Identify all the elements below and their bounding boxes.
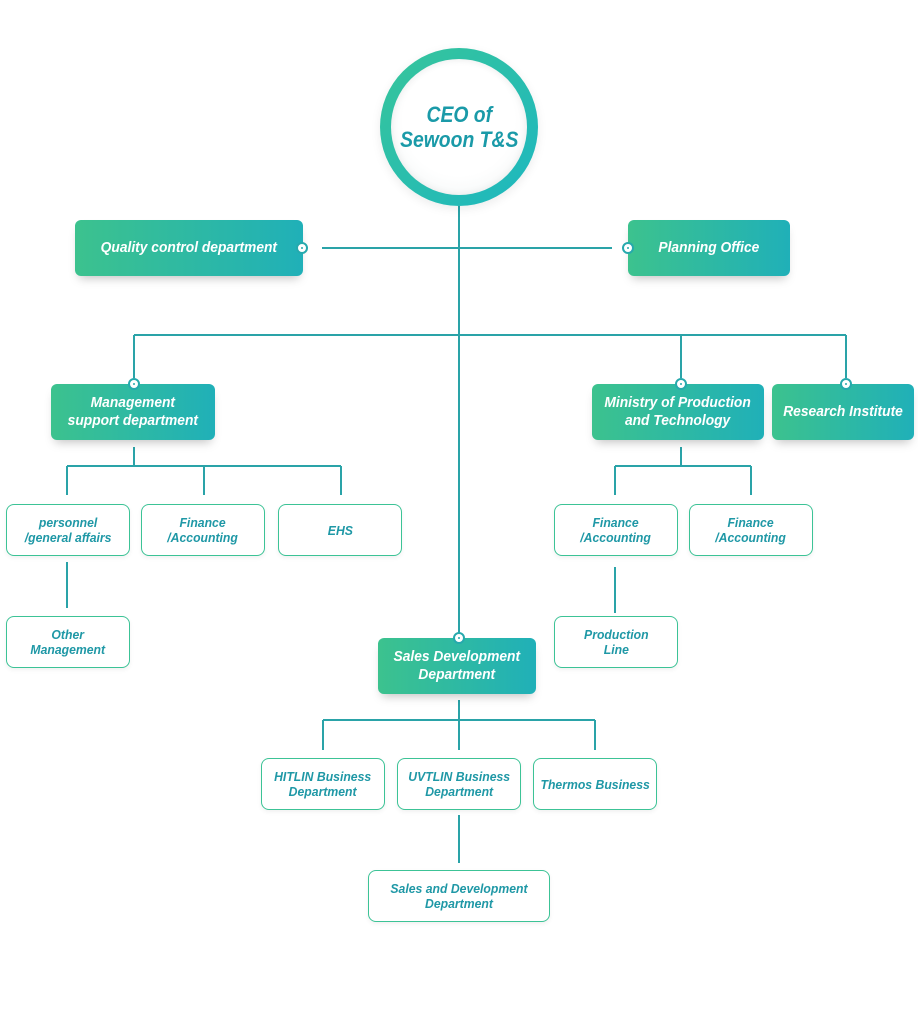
ceo-title-line1: CEO of [426,102,492,127]
sales-development-department: Sales Development Department [378,638,536,694]
connector-dot [296,242,308,254]
ceo-title-line2: Sewoon T&S [399,127,519,152]
sales-and-development-department: Sales and Development Department [368,870,550,922]
ministry-of-production-and-technology: Ministry of Production and Technology [592,384,764,440]
connector-dot [675,378,687,390]
thermos-business: Thermos Business [533,758,657,810]
finance-mgmt-label: Finance /Accounting [167,515,239,545]
research-institute-label: Research Institute [783,403,903,420]
planning-office-label: Planning Office [658,239,760,256]
hitlin-business-department: HITLIN Business Department [261,758,385,810]
production-line: Production Line [554,616,678,668]
quality-control-label: Quality control department [100,239,278,256]
connector-dot [840,378,852,390]
quality-control-department: Quality control department [75,220,303,276]
finance-accounting-production-2: Finance /Accounting [689,504,813,556]
management-support-department: Management support department [51,384,215,440]
research-institute: Research Institute [772,384,914,440]
connector-dot [453,632,465,644]
production-line-label: Production Line [583,627,649,657]
ministry-production-label: Ministry of Production and Technology [604,394,752,429]
personnel-label: personnel /general affairs [24,515,112,545]
thermos-label: Thermos Business [540,776,650,792]
finance-prod-1-label: Finance /Accounting [580,515,652,545]
hitlin-label: HITLIN Business Department [274,769,372,799]
ehs-label: EHS [327,522,353,538]
uvtlin-business-department: UVTLIN Business Department [397,758,521,810]
ceo-label: CEO of Sewoon T&S [391,59,527,195]
management-support-label: Management support department [67,394,199,429]
finance-accounting-production-1: Finance /Accounting [554,504,678,556]
sales-and-dev-label: Sales and Development Department [390,881,528,911]
planning-office: Planning Office [628,220,790,276]
finance-prod-2-label: Finance /Accounting [715,515,787,545]
other-management-label: Other Management [30,627,106,657]
connector-dot [128,378,140,390]
sales-development-label: Sales Development Department [393,648,521,683]
personnel-general-affairs: personnel /general affairs [6,504,130,556]
ehs: EHS [278,504,402,556]
uvtlin-label: UVTLIN Business Department [408,769,510,799]
ceo-node: CEO of Sewoon T&S [380,48,538,206]
finance-accounting-management: Finance /Accounting [141,504,265,556]
other-management: Other Management [6,616,130,668]
connector-dot [622,242,634,254]
